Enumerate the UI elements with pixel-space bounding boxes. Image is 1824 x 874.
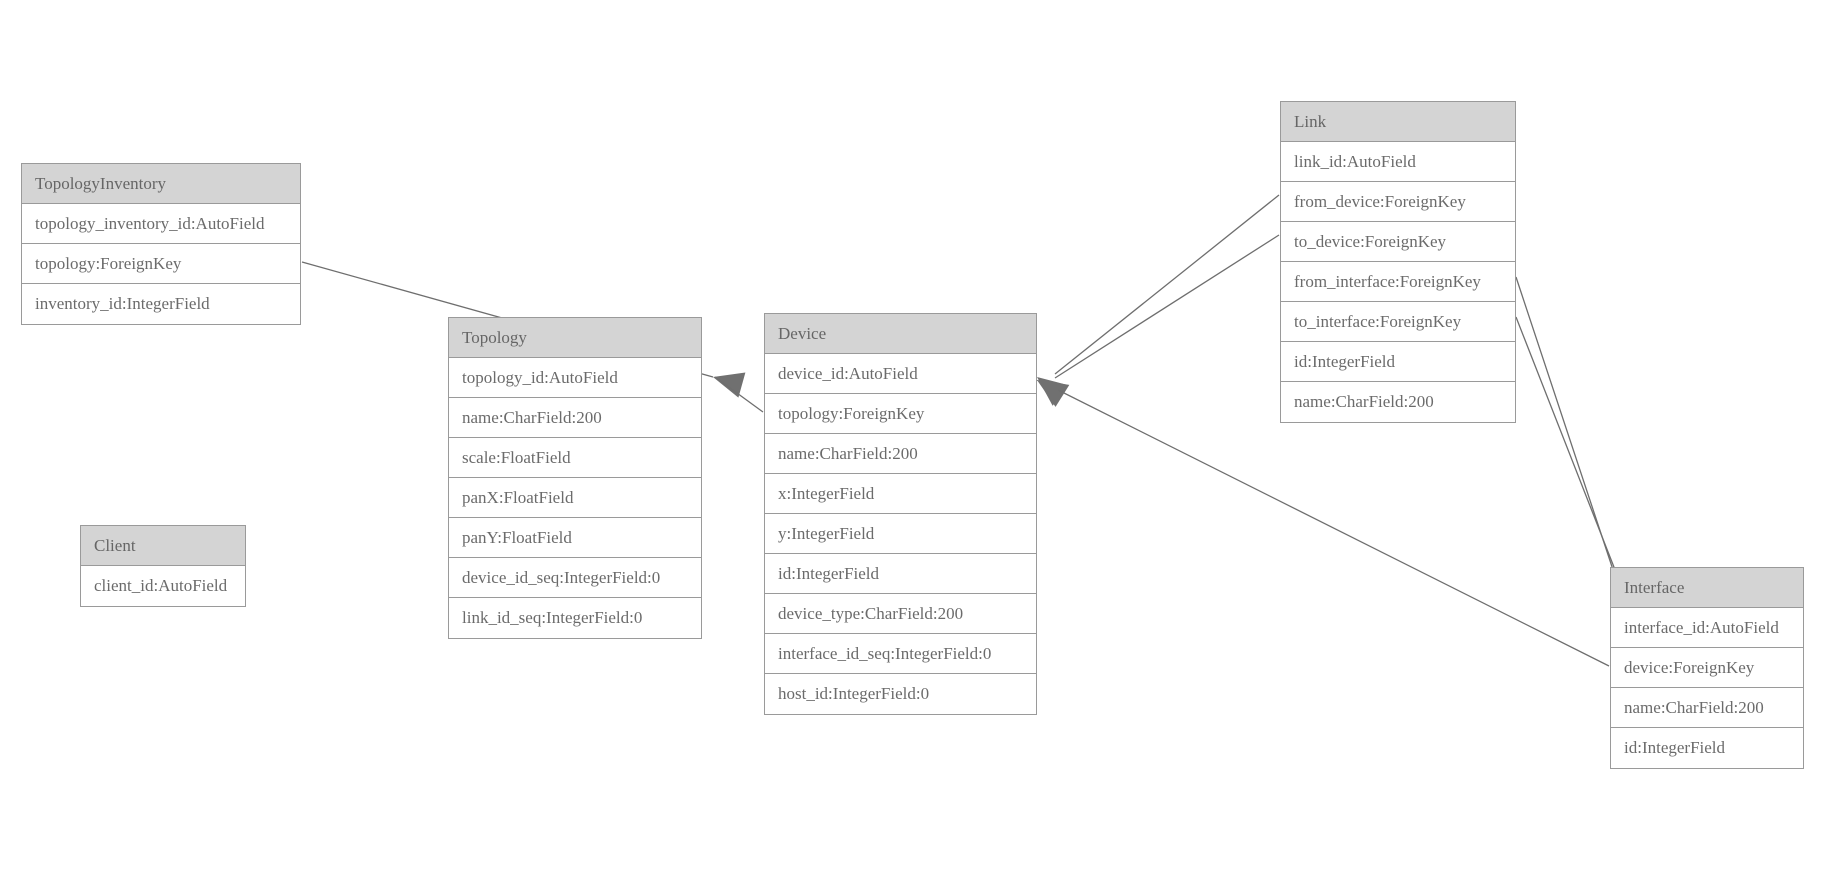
entity-field[interactable]: inventory_id:IntegerField (22, 284, 300, 324)
relation-line (714, 376, 764, 413)
entity-field[interactable]: device_id:AutoField (765, 354, 1036, 394)
relation-line (1054, 234, 1280, 379)
entity-field[interactable]: name:CharField:200 (1611, 688, 1803, 728)
entity-title-topology_inventory: TopologyInventory (22, 164, 300, 204)
entity-field[interactable]: device:ForeignKey (1611, 648, 1803, 688)
entity-field[interactable]: to_device:ForeignKey (1281, 222, 1515, 262)
entity-title-client: Client (81, 526, 245, 566)
entity-field[interactable]: id:IntegerField (765, 554, 1036, 594)
relation-line (1057, 389, 1610, 667)
entity-field[interactable]: panX:FloatField (449, 478, 701, 518)
entity-field[interactable]: x:IntegerField (765, 474, 1036, 514)
entity-field[interactable]: id:IntegerField (1611, 728, 1803, 768)
entity-field[interactable]: scale:FloatField (449, 438, 701, 478)
entity-title-topology: Topology (449, 318, 701, 358)
entity-field[interactable]: topology:ForeignKey (765, 394, 1036, 434)
entity-field[interactable]: device_type:CharField:200 (765, 594, 1036, 634)
entity-field[interactable]: name:CharField:200 (1281, 382, 1515, 422)
entity-field[interactable]: to_interface:ForeignKey (1281, 302, 1515, 342)
relation-line (1515, 276, 1626, 607)
entity-title-interface: Interface (1611, 568, 1803, 608)
entity-field[interactable]: topology:ForeignKey (22, 244, 300, 284)
entity-field[interactable]: topology_id:AutoField (449, 358, 701, 398)
entity-field[interactable]: y:IntegerField (765, 514, 1036, 554)
entity-field[interactable]: from_device:ForeignKey (1281, 182, 1515, 222)
entity-field[interactable]: from_interface:ForeignKey (1281, 262, 1515, 302)
relation-line (1515, 316, 1631, 609)
entity-field[interactable]: link_id:AutoField (1281, 142, 1515, 182)
entity-field[interactable]: link_id_seq:IntegerField:0 (449, 598, 701, 638)
relation-arrowhead (713, 372, 746, 398)
entity-title-link: Link (1281, 102, 1515, 142)
entity-field[interactable]: interface_id:AutoField (1611, 608, 1803, 648)
entity-field[interactable]: id:IntegerField (1281, 342, 1515, 382)
entity-field[interactable]: name:CharField:200 (449, 398, 701, 438)
relation-line (1054, 194, 1280, 375)
entity-field[interactable]: client_id:AutoField (81, 566, 245, 606)
rel-link-todevice-device (1037, 234, 1280, 407)
rel-link-fromdevice-device (1037, 194, 1280, 406)
entity-field[interactable]: device_id_seq:IntegerField:0 (449, 558, 701, 598)
entity-field[interactable]: host_id:IntegerField:0 (765, 674, 1036, 714)
entity-field[interactable]: name:CharField:200 (765, 434, 1036, 474)
entity-field[interactable]: panY:FloatField (449, 518, 701, 558)
entity-title-device: Device (765, 314, 1036, 354)
entity-field[interactable]: interface_id_seq:IntegerField:0 (765, 634, 1036, 674)
entity-field[interactable]: topology_inventory_id:AutoField (22, 204, 300, 244)
